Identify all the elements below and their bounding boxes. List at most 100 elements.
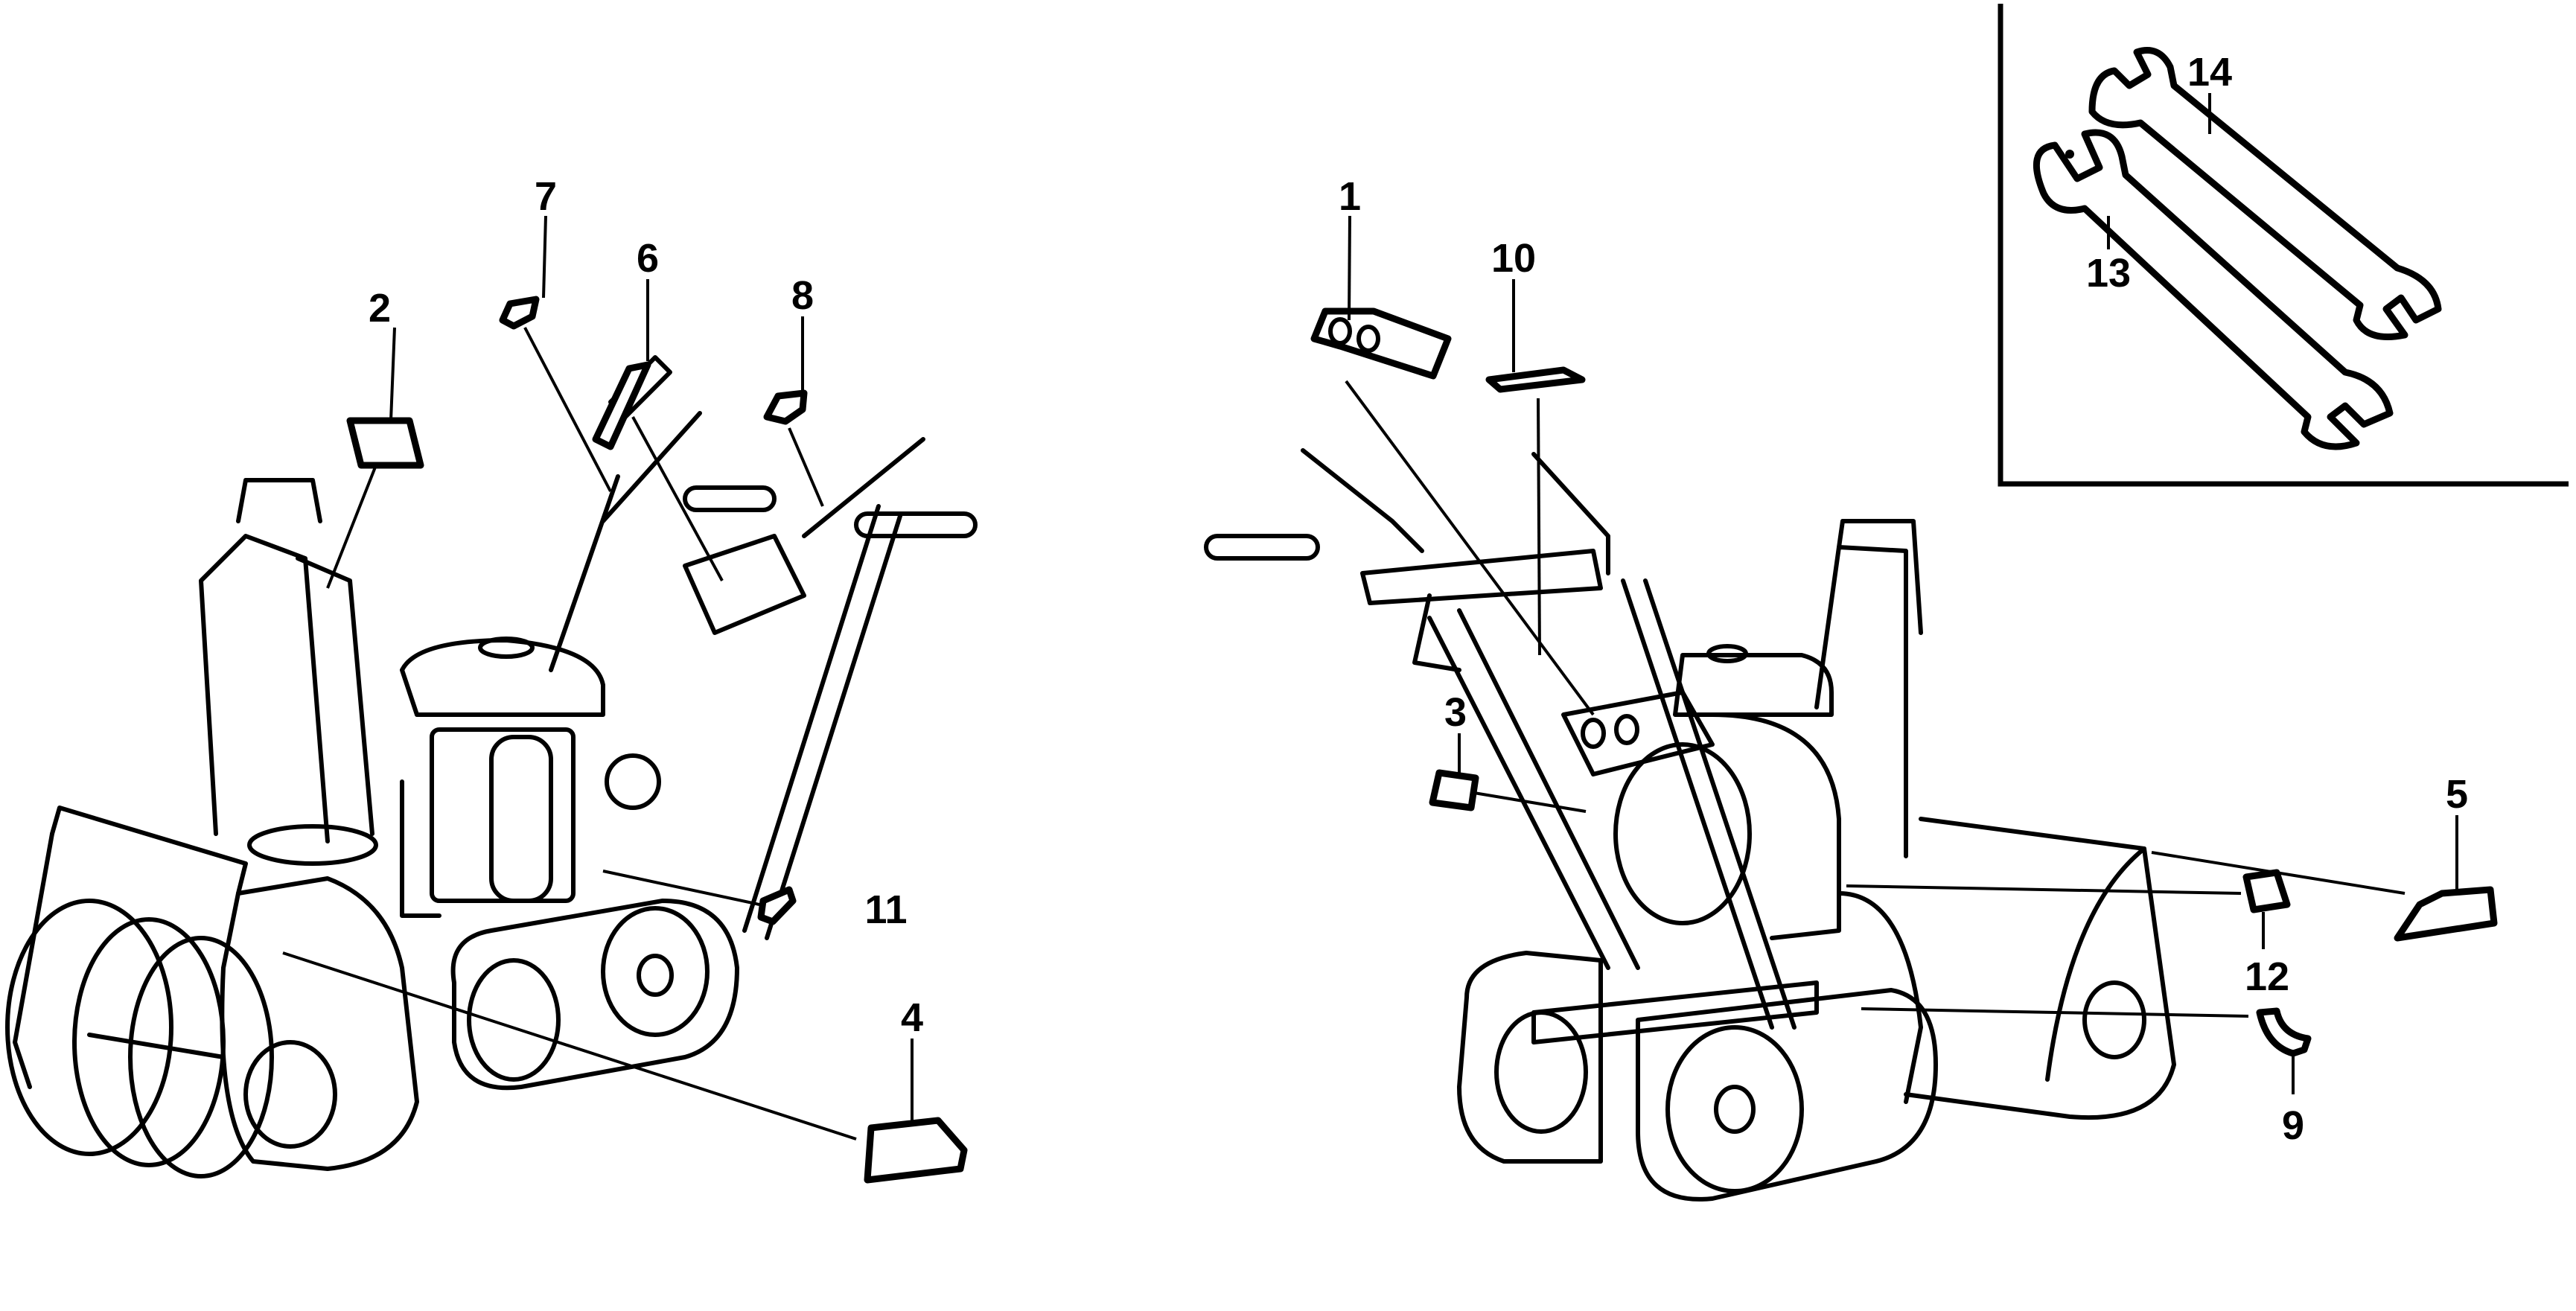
engine-pulley [1613, 742, 1752, 925]
grip-right [854, 511, 978, 538]
callout-label: 4 [901, 995, 923, 1040]
leader-line [389, 327, 396, 421]
decal-7[interactable] [499, 296, 540, 330]
decal-5[interactable] [2394, 886, 2498, 942]
decal-8[interactable] [763, 389, 808, 425]
wrench-14-outline [2088, 47, 2442, 340]
leader-line [1345, 380, 1595, 716]
handle-left-lower [549, 474, 620, 672]
engine-frame [400, 779, 441, 918]
handle-right-lower [742, 504, 903, 940]
callout-4[interactable]: 4 [282, 951, 968, 1184]
track-rear-wheel [1494, 1010, 1588, 1134]
auger-shaft [87, 1033, 226, 1059]
leader-line [602, 870, 760, 906]
left-track [1457, 951, 1603, 1164]
auger-hub [243, 1040, 337, 1149]
callout-3[interactable]: 3 [1429, 690, 1587, 813]
decal-12[interactable] [2242, 869, 2291, 913]
engine-control-panel [1561, 690, 1715, 776]
track-wheel-hub [637, 954, 674, 997]
auger-side-panel [220, 876, 419, 1171]
engine-fuel-tank [400, 638, 605, 717]
auger-housing-side [2045, 846, 2146, 1082]
handle-left-upper [1301, 448, 1424, 553]
decal-6[interactable] [592, 361, 651, 450]
auger-blade-1 [5, 899, 173, 1156]
snow-blower-right-view [1204, 448, 2176, 1202]
control-knob [1614, 714, 1639, 745]
decal-4[interactable] [864, 1117, 968, 1184]
track-wheel-hub [1714, 1085, 1756, 1134]
leader-line [326, 465, 377, 589]
size-mark [2065, 150, 2074, 159]
chute-base-ring [247, 824, 378, 866]
callout-label: 5 [2446, 772, 2468, 817]
callout-8[interactable]: 8 [763, 273, 824, 507]
callout-5[interactable]: 5 [2151, 772, 2498, 942]
engine-cylinder [489, 735, 553, 903]
control-knob [1581, 718, 1606, 749]
decal-11[interactable] [757, 886, 797, 925]
callout-label: 13 [2086, 251, 2131, 296]
decal-1-circle [1328, 317, 1352, 345]
callout-1[interactable]: 1 [1310, 174, 1595, 716]
control-panel [683, 534, 806, 635]
handle-right-upper [802, 437, 925, 538]
leader-line [542, 215, 547, 299]
track-front-wheel [467, 958, 561, 1082]
callout-11[interactable]: 11 [602, 870, 908, 932]
decal-10[interactable] [1485, 366, 1586, 393]
engine-fuel-tank [1673, 653, 1834, 717]
callout-12[interactable]: 12 [1846, 869, 2291, 999]
handle-left-upper [601, 411, 702, 523]
handle-right-upper [1531, 452, 1610, 575]
auger-housing-top [50, 806, 248, 896]
track-rear-wheel [601, 906, 710, 1037]
callout-label: 9 [2282, 1103, 2304, 1148]
leader-line [282, 951, 857, 1141]
tool-kit-inset: 14 13 [1998, 4, 2569, 487]
handle-bracket [1412, 593, 1461, 672]
wrench-13[interactable] [2033, 129, 2394, 450]
engine-block [1710, 712, 1841, 940]
callout-14[interactable]: 14 [2187, 50, 2232, 134]
auger-blade-3 [128, 936, 274, 1178]
callout-label: 11 [864, 887, 907, 932]
callout-label: 3 [1444, 690, 1467, 735]
callout-10[interactable]: 10 [1485, 236, 1586, 656]
track-front-wheel [1665, 1025, 1804, 1193]
leader-line [1473, 791, 1587, 813]
callout-label: 7 [535, 174, 557, 219]
wrench-14[interactable] [2088, 47, 2442, 340]
callout-label: 8 [791, 273, 814, 318]
engine-block [430, 727, 576, 903]
wrench-13-outline [2033, 129, 2394, 450]
auger-housing-left-edge [13, 832, 54, 1089]
callout-7[interactable]: 7 [499, 174, 612, 492]
leader-line [523, 327, 612, 492]
leader-line [1846, 884, 2242, 895]
callout-13[interactable]: 13 [2086, 216, 2131, 296]
decal-9[interactable] [2256, 1007, 2312, 1057]
grip-left [683, 485, 777, 512]
callout-2[interactable]: 2 [326, 286, 424, 589]
grip-left [1204, 534, 1320, 561]
discharge-chute [199, 534, 330, 843]
fuel-cap [1706, 644, 1748, 663]
callout-label: 6 [637, 236, 659, 281]
track-frame [1531, 980, 1819, 1044]
chute-handle [236, 478, 322, 523]
handle-crossbar [1360, 549, 1603, 605]
fuel-cap [478, 637, 535, 659]
inset-frame [1998, 4, 2569, 487]
decal-3[interactable] [1429, 769, 1479, 811]
decal-2[interactable] [346, 417, 424, 469]
callout-6[interactable]: 6 [592, 236, 724, 581]
leader-line [1861, 1007, 2249, 1018]
engine-starter [605, 753, 661, 810]
callout-9[interactable]: 9 [1861, 1007, 2312, 1148]
chute-handle [1837, 519, 1923, 635]
auger-housing [1904, 817, 2176, 1120]
